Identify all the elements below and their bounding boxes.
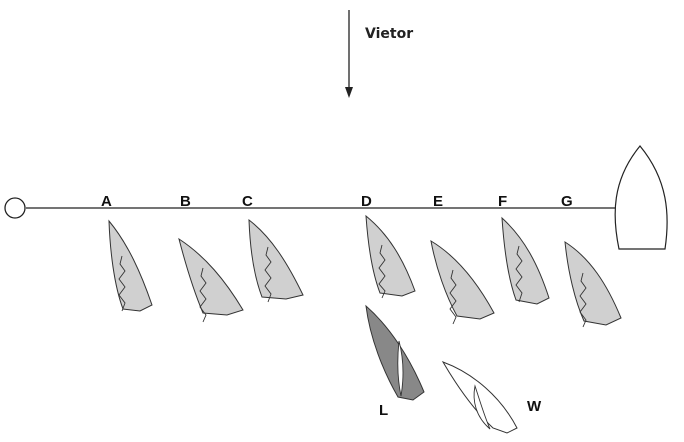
boat-hull-icon — [365, 214, 416, 297]
wind-label: Vietor — [365, 26, 413, 42]
boat-label-f: F — [498, 193, 507, 210]
boat-w — [441, 361, 518, 434]
sail-icon — [118, 255, 126, 312]
boat-l — [365, 304, 425, 401]
boat-hull-icon — [248, 218, 304, 300]
sail-icon — [199, 267, 207, 323]
boat-b — [178, 237, 244, 323]
boat-label-l: L — [379, 402, 388, 419]
wind-arrowhead-icon — [345, 87, 353, 98]
boat-hull-icon — [564, 241, 622, 326]
boat-c — [248, 218, 304, 303]
boat-hull-icon — [441, 361, 518, 434]
boat-g — [564, 241, 622, 328]
boat-labels: A B C D E F G L W — [101, 193, 573, 419]
boat-hull-icon — [365, 304, 425, 401]
boat-e — [430, 240, 495, 325]
boat-hull-icon — [501, 216, 550, 305]
sail-icon — [579, 272, 587, 328]
boat-label-e: E — [433, 193, 443, 210]
boat-label-c: C — [242, 193, 253, 210]
sail-icon — [397, 340, 404, 397]
sail-icon — [264, 246, 272, 303]
boat-f — [501, 216, 550, 305]
committee-boat-icon — [614, 145, 668, 250]
boat-label-a: A — [101, 193, 112, 210]
wind-indicator: Vietor — [345, 10, 413, 98]
boat-label-d: D — [361, 193, 372, 210]
boat-d — [365, 214, 416, 299]
sail-icon — [515, 245, 523, 303]
boat-label-w: W — [527, 398, 542, 415]
boat-hull-icon — [178, 237, 244, 316]
boat-hull-icon — [430, 240, 495, 320]
boat-hull-icon — [108, 219, 153, 312]
sail-icon — [449, 269, 457, 325]
sail-icon — [378, 244, 386, 299]
sail-icon — [473, 384, 491, 430]
boat-label-g: G — [561, 193, 573, 210]
boat-label-b: B — [180, 193, 191, 210]
boat-a — [108, 219, 153, 312]
pin-buoy-icon — [4, 197, 26, 219]
